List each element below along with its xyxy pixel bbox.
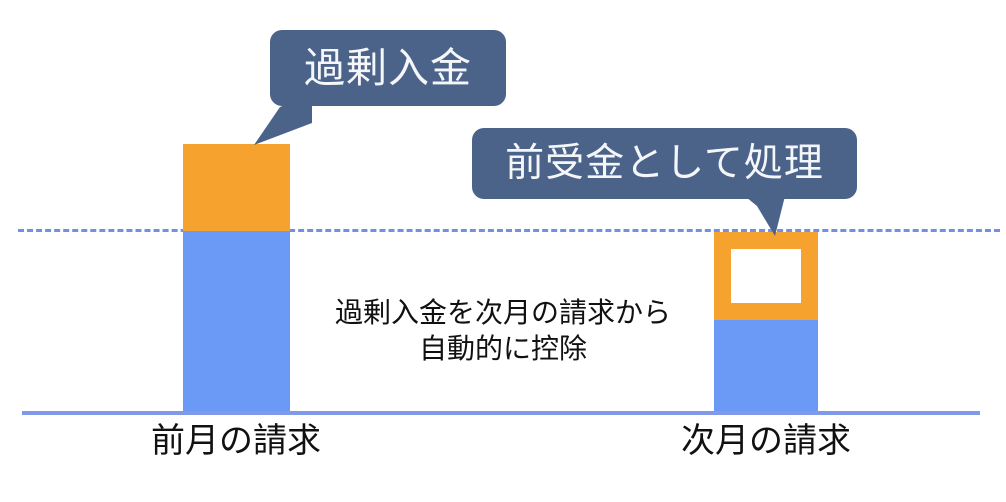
zero-baseline bbox=[22, 411, 980, 415]
bar-segment-payment-previous bbox=[183, 231, 290, 411]
bar-segment-overpayment-next-outlined bbox=[714, 232, 818, 320]
bar-segment-overpayment-previous bbox=[183, 144, 290, 231]
callout-advance-payment: 前受金として処理 bbox=[472, 128, 857, 199]
bar-segment-payment-next bbox=[714, 320, 818, 411]
axis-label-previous-month: 前月の請求 bbox=[151, 422, 321, 460]
callout-tail-advance-icon bbox=[735, 188, 787, 236]
center-annotation-text: 過剰入金を次月の請求から 自動的に控除 bbox=[334, 297, 671, 364]
callout-overpayment-label: 過剰入金 bbox=[304, 44, 472, 91]
axis-label-next-month: 次月の請求 bbox=[681, 422, 851, 460]
callout-overpayment: 過剰入金 bbox=[270, 30, 506, 106]
callout-advance-payment-label: 前受金として処理 bbox=[505, 142, 824, 185]
invoice-amount-reference-line bbox=[18, 229, 1000, 232]
callout-tail-overpayment-icon bbox=[254, 95, 312, 145]
